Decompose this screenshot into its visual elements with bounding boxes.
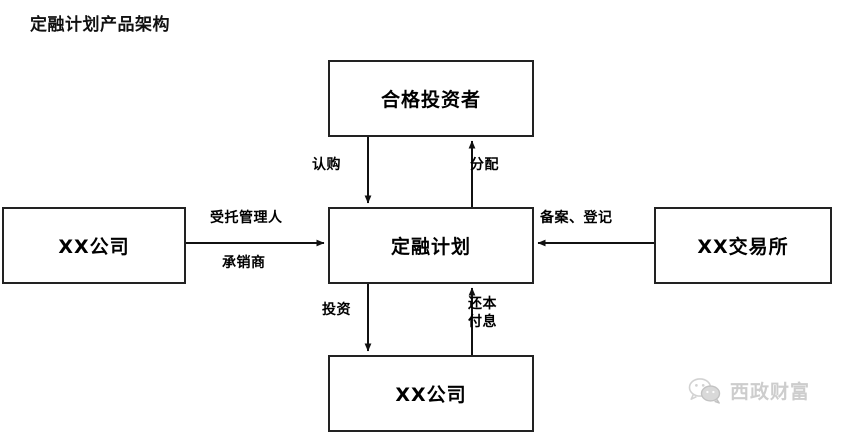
edge-label-underwriter: 承销商 — [222, 255, 266, 271]
node-label: XX公司 — [58, 236, 130, 258]
edge-label-distribute: 分配 — [470, 157, 499, 173]
node-exchange[interactable]: XX交易所 — [654, 207, 832, 284]
edge-label-subscribe: 认购 — [312, 157, 341, 173]
edge-label-repayment: 还本 付息 — [468, 296, 497, 331]
node-company-bottom[interactable]: XX公司 — [328, 355, 534, 432]
edge-label-invest: 投资 — [322, 302, 351, 318]
node-company-left[interactable]: XX公司 — [2, 207, 186, 284]
edge-label-trustee: 受托管理人 — [210, 210, 283, 226]
page-title: 定融计划产品架构 — [30, 15, 170, 35]
edge-label-repayment-line2: 付息 — [468, 313, 497, 330]
node-financing-plan[interactable]: 定融计划 — [328, 207, 534, 284]
edge-label-repayment-line1: 还本 — [468, 296, 497, 312]
edge-label-filing: 备案、登记 — [540, 210, 613, 226]
node-label: XX公司 — [395, 384, 467, 406]
node-qualified-investor[interactable]: 合格投资者 — [328, 60, 534, 137]
node-label: XX交易所 — [697, 236, 789, 258]
node-label: 合格投资者 — [380, 89, 481, 111]
watermark: 西政财富 — [688, 376, 810, 404]
wechat-icon — [688, 378, 721, 404]
watermark-text: 西政财富 — [730, 380, 811, 403]
node-label: 定融计划 — [390, 236, 471, 258]
